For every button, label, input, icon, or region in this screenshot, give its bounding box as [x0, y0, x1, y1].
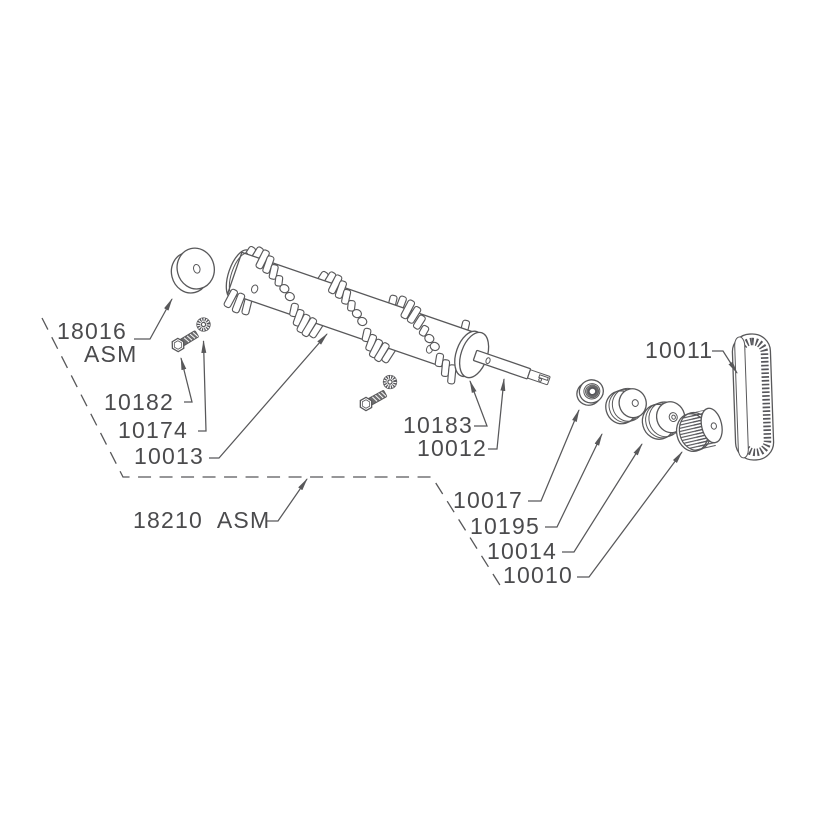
bristle-tuft	[374, 342, 390, 363]
lock-washer2-drawing	[379, 371, 401, 393]
end-cap-drawing	[170, 247, 215, 294]
label-18016-asm: ASM	[84, 341, 137, 367]
bristle-tuft	[268, 263, 279, 280]
shaft-slot	[538, 374, 549, 381]
bristle-tuft	[447, 364, 457, 385]
bristle-tuft	[424, 333, 435, 344]
label-10174: 10174	[118, 417, 188, 443]
label-10010: 10010	[503, 562, 573, 588]
toothed-hole	[710, 422, 717, 430]
roller-hole-left	[251, 284, 259, 294]
leader-10014	[562, 443, 643, 553]
bearing-ring2	[585, 384, 600, 399]
bristle-tuft	[347, 299, 356, 312]
bearing-ring1	[583, 383, 601, 400]
bristle-tuft	[351, 308, 363, 319]
leader-10174	[198, 339, 207, 432]
bristle-tuft	[274, 274, 284, 287]
leader-10013	[209, 333, 328, 459]
lock-washer-drawing	[193, 314, 214, 335]
roller-left-cap-outer	[225, 249, 249, 300]
bristle-tuft	[284, 291, 295, 302]
bearing-race	[586, 385, 599, 398]
pulley-hub	[671, 414, 676, 420]
brush-roller-drawing	[223, 245, 551, 386]
bristle-tuft	[301, 317, 318, 338]
bristle-tuft	[406, 305, 422, 324]
screw2-drawing	[356, 387, 389, 413]
part-labels: 18016 ASM 10182 10174 10013 18210 ASM 10…	[57, 318, 713, 588]
belt-drawing	[731, 333, 775, 461]
leader-10012	[488, 377, 506, 450]
pulley-hole	[668, 412, 678, 423]
leader-18210	[266, 478, 308, 522]
bristle-tuft	[418, 324, 430, 337]
label-18016: 18016	[57, 318, 127, 344]
shaft-drawing	[472, 349, 551, 386]
shaft-step	[527, 369, 531, 379]
bristle-tuft	[231, 292, 246, 314]
leader-10010	[577, 451, 683, 578]
leader-10182	[180, 356, 193, 403]
bearing-drawing	[576, 379, 604, 406]
assembly-boundary	[41, 317, 504, 591]
roller-tufts-front	[223, 249, 457, 385]
bristle-tuft	[341, 288, 352, 305]
bristle-tuft	[400, 299, 416, 320]
bristle-tuft	[279, 283, 290, 294]
label-10195: 10195	[470, 513, 540, 539]
label-10017: 10017	[453, 487, 523, 513]
leader-18016	[134, 298, 173, 340]
label-10014: 10014	[487, 538, 557, 564]
shaft-hole	[485, 357, 491, 365]
label-10012: 10012	[417, 435, 487, 461]
screw-drawing	[168, 328, 201, 354]
leader-10195	[545, 433, 603, 528]
label-10011: 10011	[645, 337, 713, 363]
leader-lines	[134, 298, 738, 578]
leader-10011	[712, 350, 738, 374]
bristle-tuft	[223, 288, 239, 309]
leader-10017	[528, 409, 580, 502]
label-10183: 10183	[403, 412, 473, 438]
belt-back-band	[734, 336, 749, 459]
spacer-pulley-drawing	[605, 387, 647, 425]
toothed-pulley-drawing	[675, 407, 723, 453]
label-10013: 10013	[134, 443, 204, 469]
bristle-tuft	[357, 316, 368, 327]
label-10182: 10182	[104, 389, 174, 415]
spacer-hole	[631, 399, 639, 407]
bearing-hole	[588, 387, 597, 396]
end-cap-hole	[193, 263, 201, 274]
assembly-boundary-line	[41, 317, 504, 591]
shaft-slot-hole	[538, 377, 543, 382]
leader-10183	[469, 379, 488, 427]
label-18210-asm: 18210 ASM	[133, 507, 270, 533]
bristle-tuft	[412, 314, 426, 330]
bristle-tuft	[429, 341, 440, 352]
